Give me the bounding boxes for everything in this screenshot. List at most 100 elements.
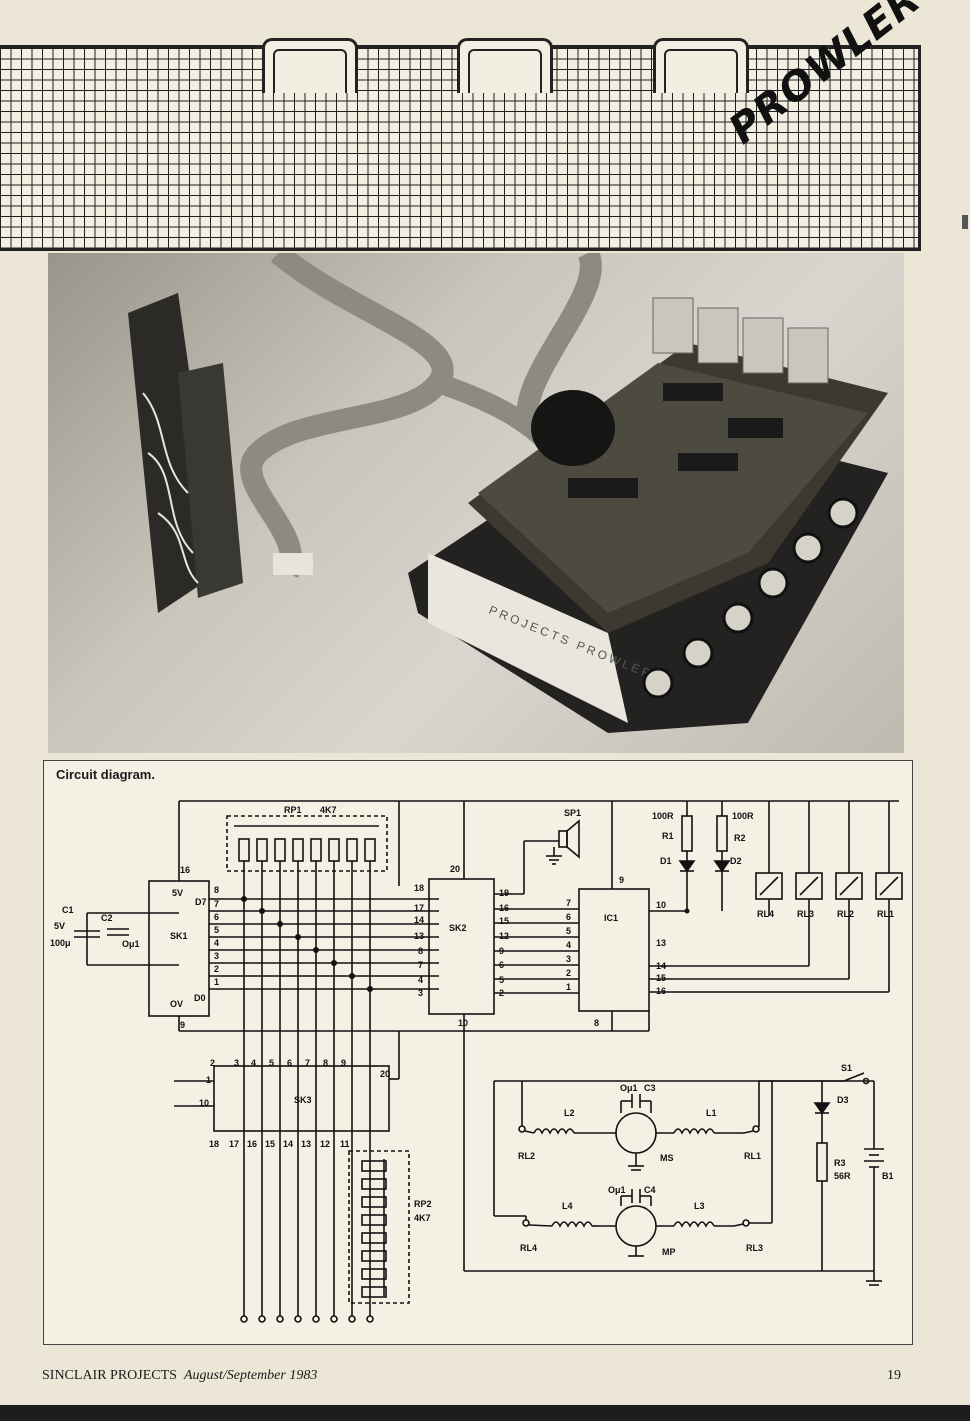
svg-text:3: 3	[418, 988, 423, 998]
svg-text:5: 5	[214, 925, 219, 935]
svg-text:2: 2	[214, 964, 219, 974]
svg-text:14: 14	[414, 915, 424, 925]
svg-text:6: 6	[214, 912, 219, 922]
led-d3: D3	[813, 1081, 849, 1143]
terminal-circles	[240, 1315, 374, 1323]
svg-text:8: 8	[594, 1018, 599, 1028]
page-edge-mark	[962, 215, 968, 229]
battery-b1: B1	[864, 1081, 894, 1286]
svg-text:MS: MS	[660, 1153, 674, 1163]
robot-photo-illustration: PROJECTS PROWLER	[128, 253, 888, 733]
svg-text:RP2: RP2	[414, 1199, 432, 1209]
svg-text:100R: 100R	[732, 811, 754, 821]
capacitor-c1: C1 5V 100μ	[50, 905, 100, 948]
circuit-diagram: Circuit diagram. C1 5V 100μ C2 Oμ1 SK1 5…	[43, 760, 913, 1345]
svg-text:C2: C2	[101, 913, 113, 923]
svg-text:20: 20	[380, 1069, 390, 1079]
svg-text:9: 9	[619, 875, 624, 885]
svg-text:19: 19	[499, 888, 509, 898]
svg-text:MP: MP	[662, 1247, 676, 1257]
svg-text:L2: L2	[564, 1108, 575, 1118]
svg-text:13: 13	[414, 931, 424, 941]
junction-dots	[241, 896, 373, 992]
resistor-r1: 100R R1 D1	[652, 801, 696, 911]
svg-text:10: 10	[199, 1098, 209, 1108]
motor-mp: MP Oμ1 C4	[599, 1185, 676, 1257]
robot-photo: PROJECTS PROWLER	[48, 253, 904, 753]
svg-text:3: 3	[566, 954, 571, 964]
svg-text:11: 11	[340, 1139, 350, 1149]
svg-text:100R: 100R	[652, 811, 674, 821]
relay-contact-rl1: RL1	[743, 1081, 761, 1161]
page-number: 19	[887, 1368, 901, 1383]
switch-s1: S1	[819, 1063, 870, 1085]
svg-text:14: 14	[283, 1139, 293, 1149]
relay-contact-rl3: RL3	[733, 1131, 773, 1253]
inductor-l4: L4	[551, 1201, 599, 1228]
svg-text:L3: L3	[694, 1201, 705, 1211]
svg-text:OV: OV	[170, 999, 183, 1009]
svg-text:D2: D2	[730, 856, 742, 866]
svg-text:7: 7	[566, 898, 571, 908]
svg-text:RL3: RL3	[797, 909, 814, 919]
svg-text:4: 4	[214, 938, 219, 948]
svg-text:R3: R3	[834, 1158, 846, 1168]
connector-sk1: SK1 5V D7 OV D0 16 9	[148, 865, 210, 1030]
svg-text:RL1: RL1	[877, 909, 894, 919]
svg-text:8: 8	[323, 1058, 328, 1068]
svg-text:3: 3	[214, 951, 219, 961]
svg-text:56R: 56R	[834, 1171, 851, 1181]
publication-name: SINCLAIR PROJECTS	[42, 1368, 177, 1383]
svg-text:4: 4	[566, 940, 571, 950]
connector-sk2: SK2 20 10 18 17 14 13 8 7 4 3 19 16 15 1…	[414, 864, 509, 1028]
svg-text:1: 1	[214, 977, 219, 987]
svg-text:13: 13	[301, 1139, 311, 1149]
svg-text:2: 2	[210, 1058, 215, 1068]
svg-text:L4: L4	[562, 1201, 573, 1211]
svg-text:12: 12	[499, 931, 509, 941]
svg-text:15: 15	[499, 916, 509, 926]
page-bottom-edge	[0, 1405, 970, 1421]
svg-text:SK3: SK3	[294, 1095, 312, 1105]
svg-text:10: 10	[656, 900, 666, 910]
svg-text:D3: D3	[837, 1095, 849, 1105]
svg-text:5: 5	[566, 926, 571, 936]
svg-text:18: 18	[414, 883, 424, 893]
svg-text:4: 4	[418, 975, 423, 985]
svg-text:RL3: RL3	[746, 1243, 763, 1253]
schematic: C1 5V 100μ C2 Oμ1 SK1 5V D7 OV D0 16 9	[50, 800, 903, 1323]
inductor-l2: L2	[533, 1108, 599, 1135]
svg-text:7: 7	[214, 899, 219, 909]
svg-text:4K7: 4K7	[320, 805, 337, 815]
svg-text:SK2: SK2	[449, 923, 467, 933]
svg-text:RL2: RL2	[837, 909, 854, 919]
svg-text:SK1: SK1	[170, 931, 188, 941]
svg-text:15: 15	[656, 973, 666, 983]
svg-text:6: 6	[287, 1058, 292, 1068]
svg-text:6: 6	[566, 912, 571, 922]
svg-text:10: 10	[458, 1018, 468, 1028]
svg-text:1: 1	[566, 982, 571, 992]
connector-sk3: SK3 2 3 4 5 6 7 8 9 1 10 20 18 17 16 15 …	[199, 1058, 390, 1149]
svg-text:Oμ1: Oμ1	[122, 939, 140, 949]
svg-text:9: 9	[180, 1020, 185, 1030]
svg-text:1: 1	[206, 1075, 211, 1085]
svg-text:15: 15	[265, 1139, 275, 1149]
svg-text:3: 3	[234, 1058, 239, 1068]
svg-text:7: 7	[305, 1058, 310, 1068]
svg-text:RL2: RL2	[518, 1151, 535, 1161]
svg-text:16: 16	[656, 986, 666, 996]
resistor-pack-rp2: RP2 4K7	[348, 1150, 432, 1304]
rp1-vertical-lines	[243, 861, 371, 1316]
capacitor-c2: C2 Oμ1	[101, 913, 140, 949]
svg-text:Oμ1: Oμ1	[608, 1185, 626, 1195]
svg-text:R2: R2	[734, 833, 746, 843]
binder-tab	[653, 38, 749, 93]
svg-text:L1: L1	[706, 1108, 717, 1118]
sk2-ic1-bus	[494, 841, 579, 994]
svg-text:D7: D7	[195, 897, 207, 907]
svg-text:12: 12	[320, 1139, 330, 1149]
svg-text:B1: B1	[882, 1171, 894, 1181]
svg-text:5V: 5V	[54, 921, 65, 931]
svg-text:4K7: 4K7	[414, 1213, 431, 1223]
